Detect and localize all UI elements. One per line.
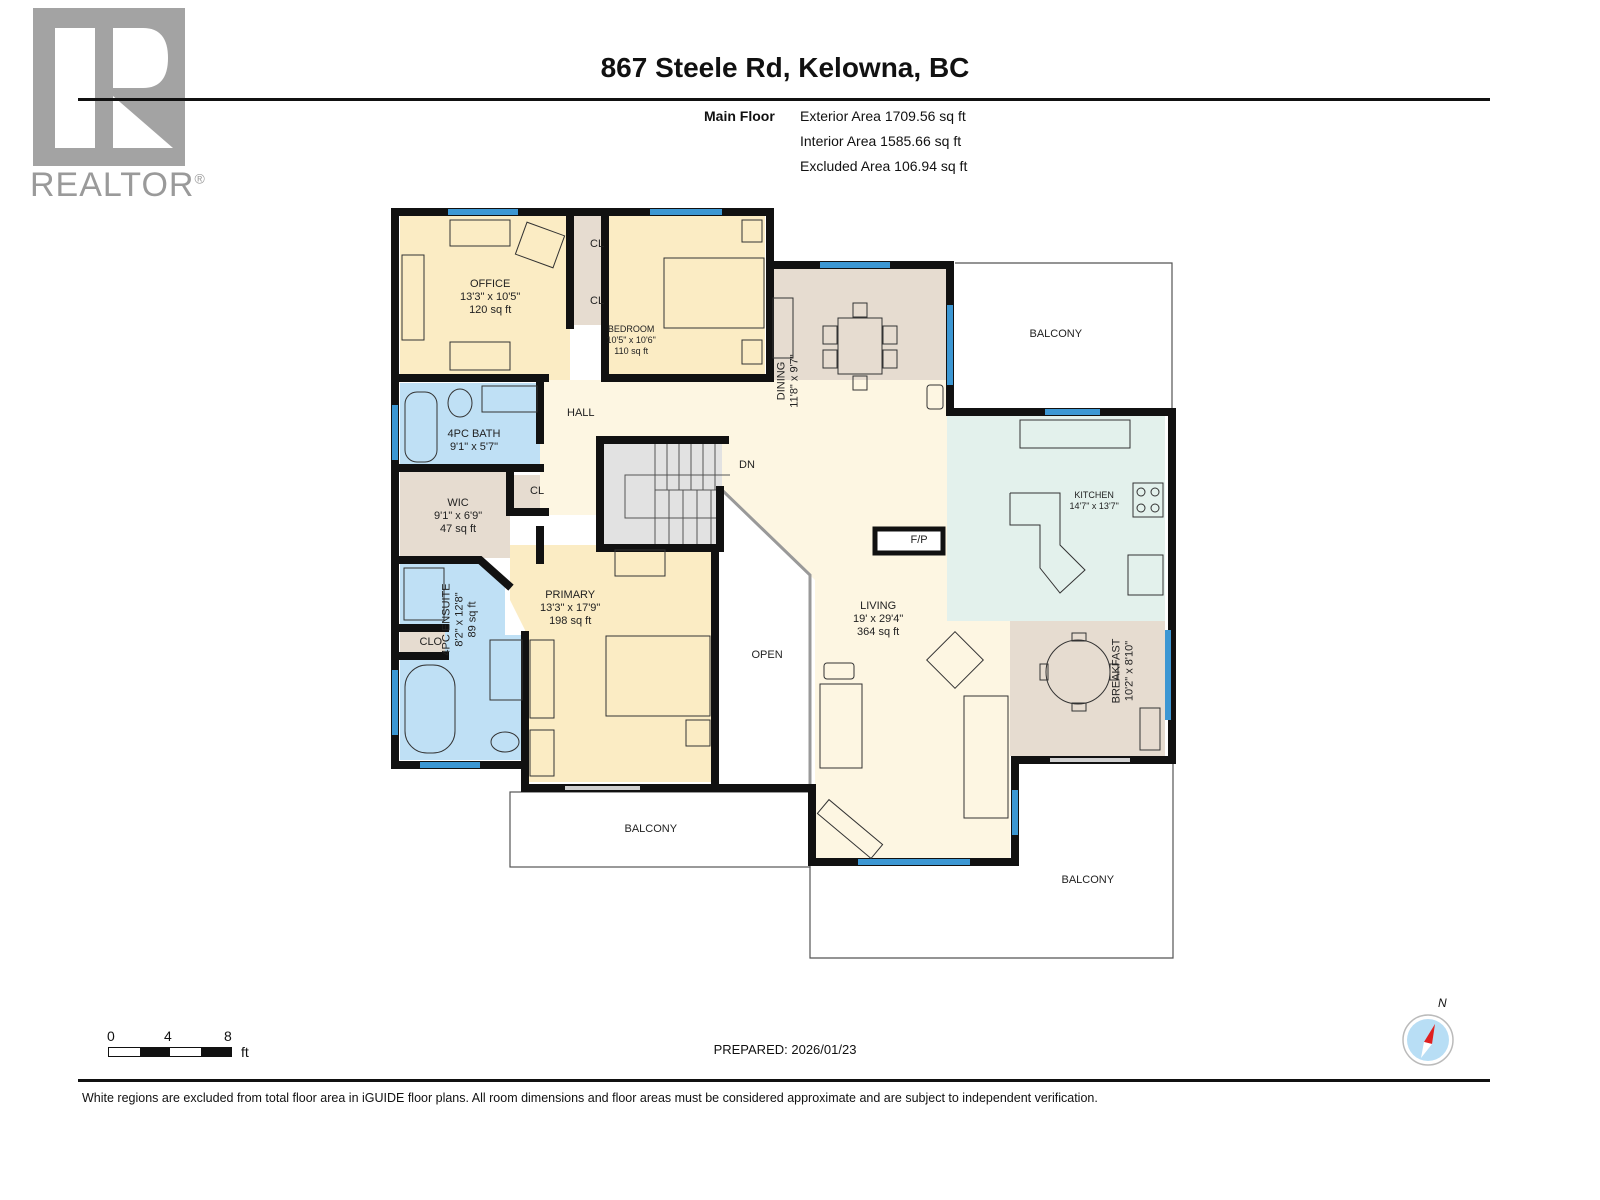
room-closet-2: CL (590, 295, 605, 307)
room-fills (400, 215, 1165, 860)
excluded-area: Excluded Area 106.94 sq ft (800, 158, 968, 174)
interior-area: Interior Area 1585.66 sq ft (800, 133, 962, 149)
realtor-text: REALTOR (30, 166, 195, 204)
exterior-area: Exterior Area 1709.56 sq ft (800, 108, 966, 124)
windows (392, 209, 1171, 865)
realtor-r-icon (55, 28, 173, 148)
floor-label: Main Floor (704, 108, 775, 124)
room-closet-3: CL (530, 485, 545, 497)
room-open: OPEN (751, 649, 783, 661)
floor-plan (391, 208, 1176, 959)
registered-mark: ® (194, 170, 206, 187)
stairs (624, 437, 730, 545)
scale-tick-0: 0 (107, 1028, 115, 1044)
open-railing (720, 488, 812, 785)
room-balcony-south: BALCONY (624, 823, 678, 835)
fireplace (872, 526, 946, 556)
balcony-outlines (509, 262, 1174, 959)
fireplace-label: F/P (910, 534, 928, 546)
room-closet-1: CL (590, 238, 605, 250)
scale-bar (108, 1047, 232, 1057)
prepared-date: PREPARED: 2026/01/23 (713, 1042, 857, 1057)
scale-unit: ft (241, 1044, 249, 1060)
room-balcony-southeast: BALCONY (1061, 874, 1115, 886)
floor-plan-drawing (391, 208, 1176, 959)
sliding-doors (565, 758, 1130, 790)
room-hall: HALL (567, 407, 595, 419)
compass-north-label: N (1438, 996, 1447, 1010)
scale-tick-8: 8 (224, 1028, 232, 1044)
page-title: 867 Steele Rd, Kelowna, BC (600, 52, 970, 83)
stairs-down-label: DN (739, 459, 755, 471)
footer-divider (78, 1079, 1490, 1082)
compass-icon: N (1400, 996, 1456, 1066)
room-balcony-north: BALCONY (1029, 328, 1083, 340)
title-divider (78, 98, 1490, 101)
furniture (401, 219, 1164, 860)
scale-tick-4: 4 (164, 1028, 172, 1044)
room-clo: CLO (419, 636, 443, 648)
disclaimer: White regions are excluded from total fl… (82, 1091, 1098, 1105)
realtor-logo-mark (33, 8, 185, 166)
realtor-wordmark: REALTOR® (30, 166, 206, 205)
